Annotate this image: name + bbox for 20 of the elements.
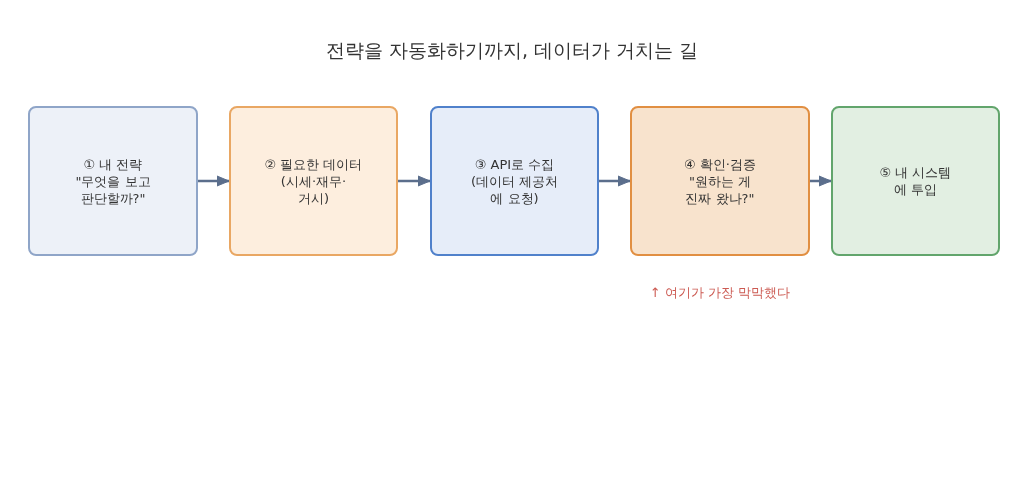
arrow: [398, 175, 431, 187]
process-box: [229, 106, 398, 256]
arrow: [599, 175, 631, 187]
note-text: ↑ 여기가 가장 막막했다: [649, 284, 791, 301]
process-box: [831, 106, 1000, 256]
arrow: [198, 175, 230, 187]
diagram-title: 전략을 자동화하기까지, 데이터가 거치는 길: [325, 38, 699, 62]
process-box: [28, 106, 198, 256]
arrow: [810, 175, 832, 187]
step-description: (시세·재무· 거시): [279, 172, 348, 207]
step-description: "무엇을 보고 판단할까?": [74, 172, 152, 207]
step-title: ① 내 전략: [83, 155, 143, 173]
process-box: [430, 106, 599, 256]
step-title: ⑤ 내 시스템 에 투입: [878, 164, 953, 198]
step-description: (데이터 제공처 에 요청): [469, 172, 560, 207]
process-box: [630, 106, 810, 256]
step-title: ③ API로 수집: [474, 155, 555, 173]
step-description: "원하는 게 진짜 왔나?": [684, 172, 756, 207]
step-title: ② 필요한 데이터: [264, 155, 363, 173]
step-title: ④ 확인·검증: [684, 155, 756, 173]
